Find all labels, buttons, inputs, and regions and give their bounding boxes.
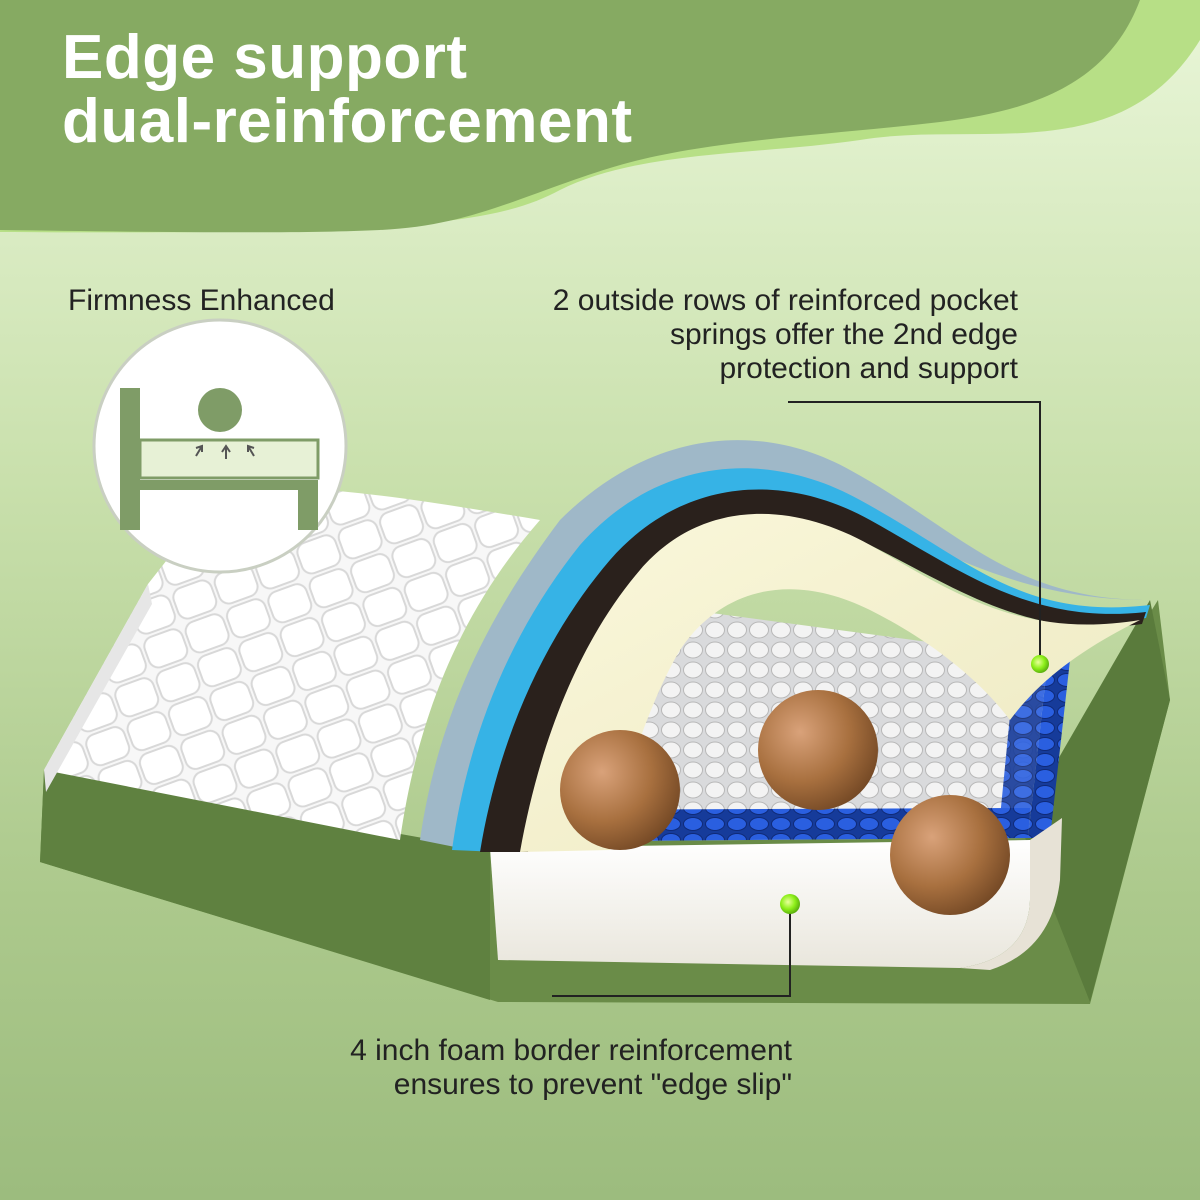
wooden-ball-1 — [560, 730, 680, 850]
layer-foam-cream — [520, 513, 1140, 852]
title-line-2: dual-reinforcement — [62, 87, 633, 156]
springs-text-line-1: 2 outside rows of reinforced pocket — [552, 284, 1018, 317]
springs-text-line-2: springs offer the 2nd edge — [669, 318, 1018, 351]
title-line-1: Edge support — [62, 23, 468, 92]
foam-callout: 4 inch foam border reinforcement ensures… — [350, 1034, 792, 1102]
header-wave — [0, 0, 1140, 233]
firmness-label: Firmness Enhanced — [68, 284, 335, 318]
springs-callout: 2 outside rows of reinforced pocket spri… — [553, 284, 1018, 386]
foam-text-line-2: ensures to prevent "edge slip" — [393, 1068, 792, 1101]
springs-leader-line — [788, 401, 1041, 664]
page-title: Edge support dual-reinforcement — [62, 26, 633, 154]
foam-text-line-1: 4 inch foam border reinforcement — [350, 1034, 792, 1067]
foam-leader-line — [552, 904, 791, 997]
quilted-top — [44, 487, 540, 840]
bed-edge-pressure-icon — [92, 318, 348, 574]
wooden-ball-3 — [890, 795, 1010, 915]
springs-text-line-3: protection and support — [719, 352, 1018, 385]
firmness-text: Firmness Enhanced — [68, 284, 335, 317]
green-dot-marker-icon — [780, 894, 800, 914]
wooden-ball-2 — [758, 690, 878, 810]
green-dot-marker-icon — [1031, 655, 1049, 673]
